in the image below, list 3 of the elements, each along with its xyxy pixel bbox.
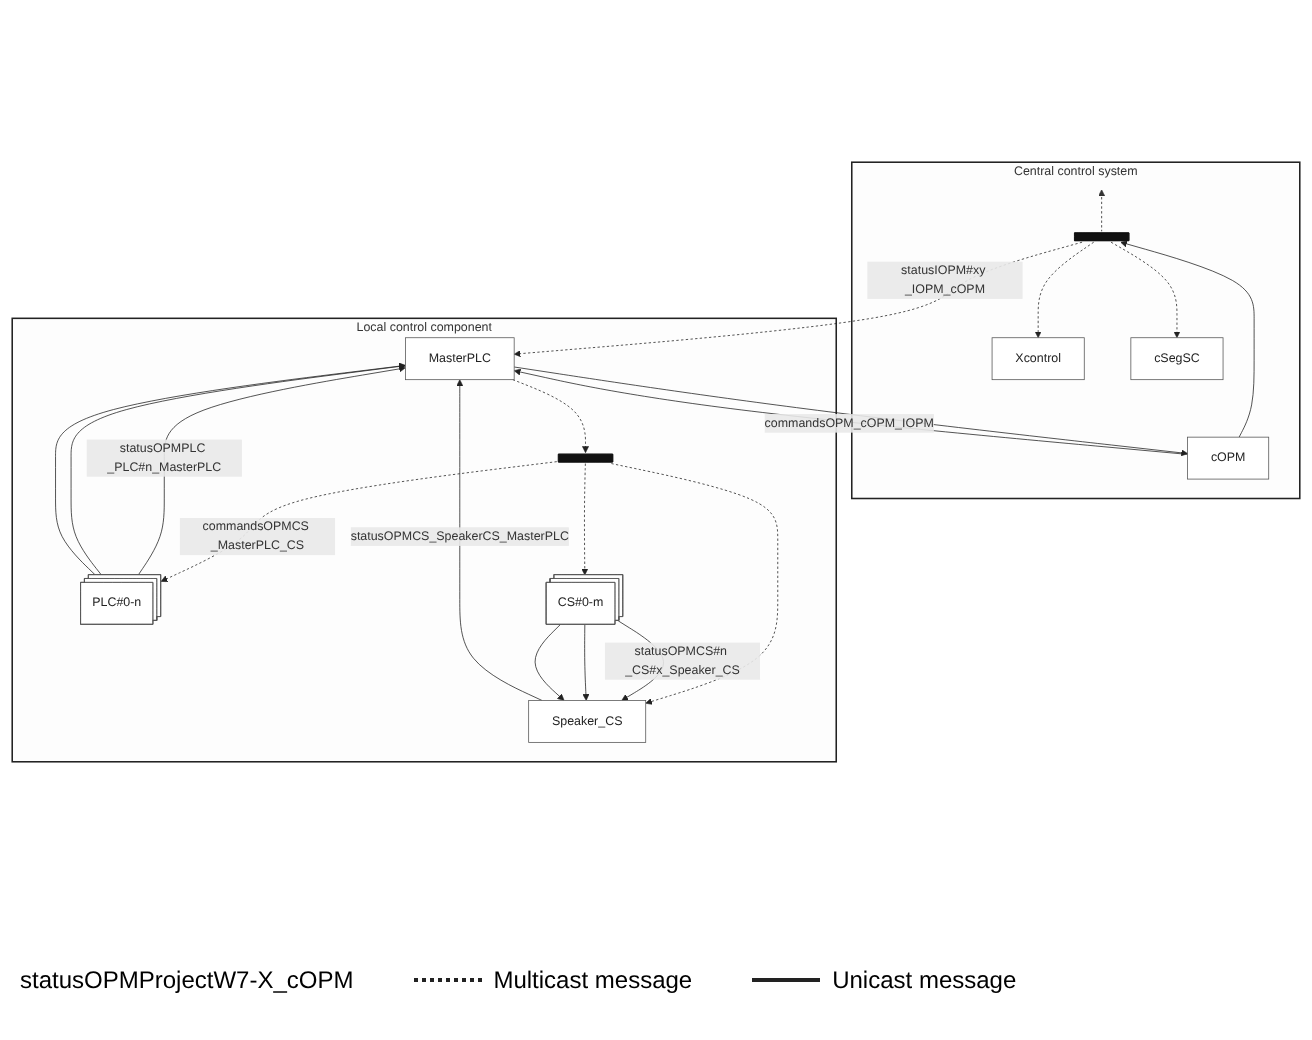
legend-label: Unicast message bbox=[832, 966, 1017, 994]
message-label: statusOPMProjectW7-X_cOPM bbox=[20, 966, 354, 994]
legend-label: Multicast message bbox=[493, 966, 693, 994]
